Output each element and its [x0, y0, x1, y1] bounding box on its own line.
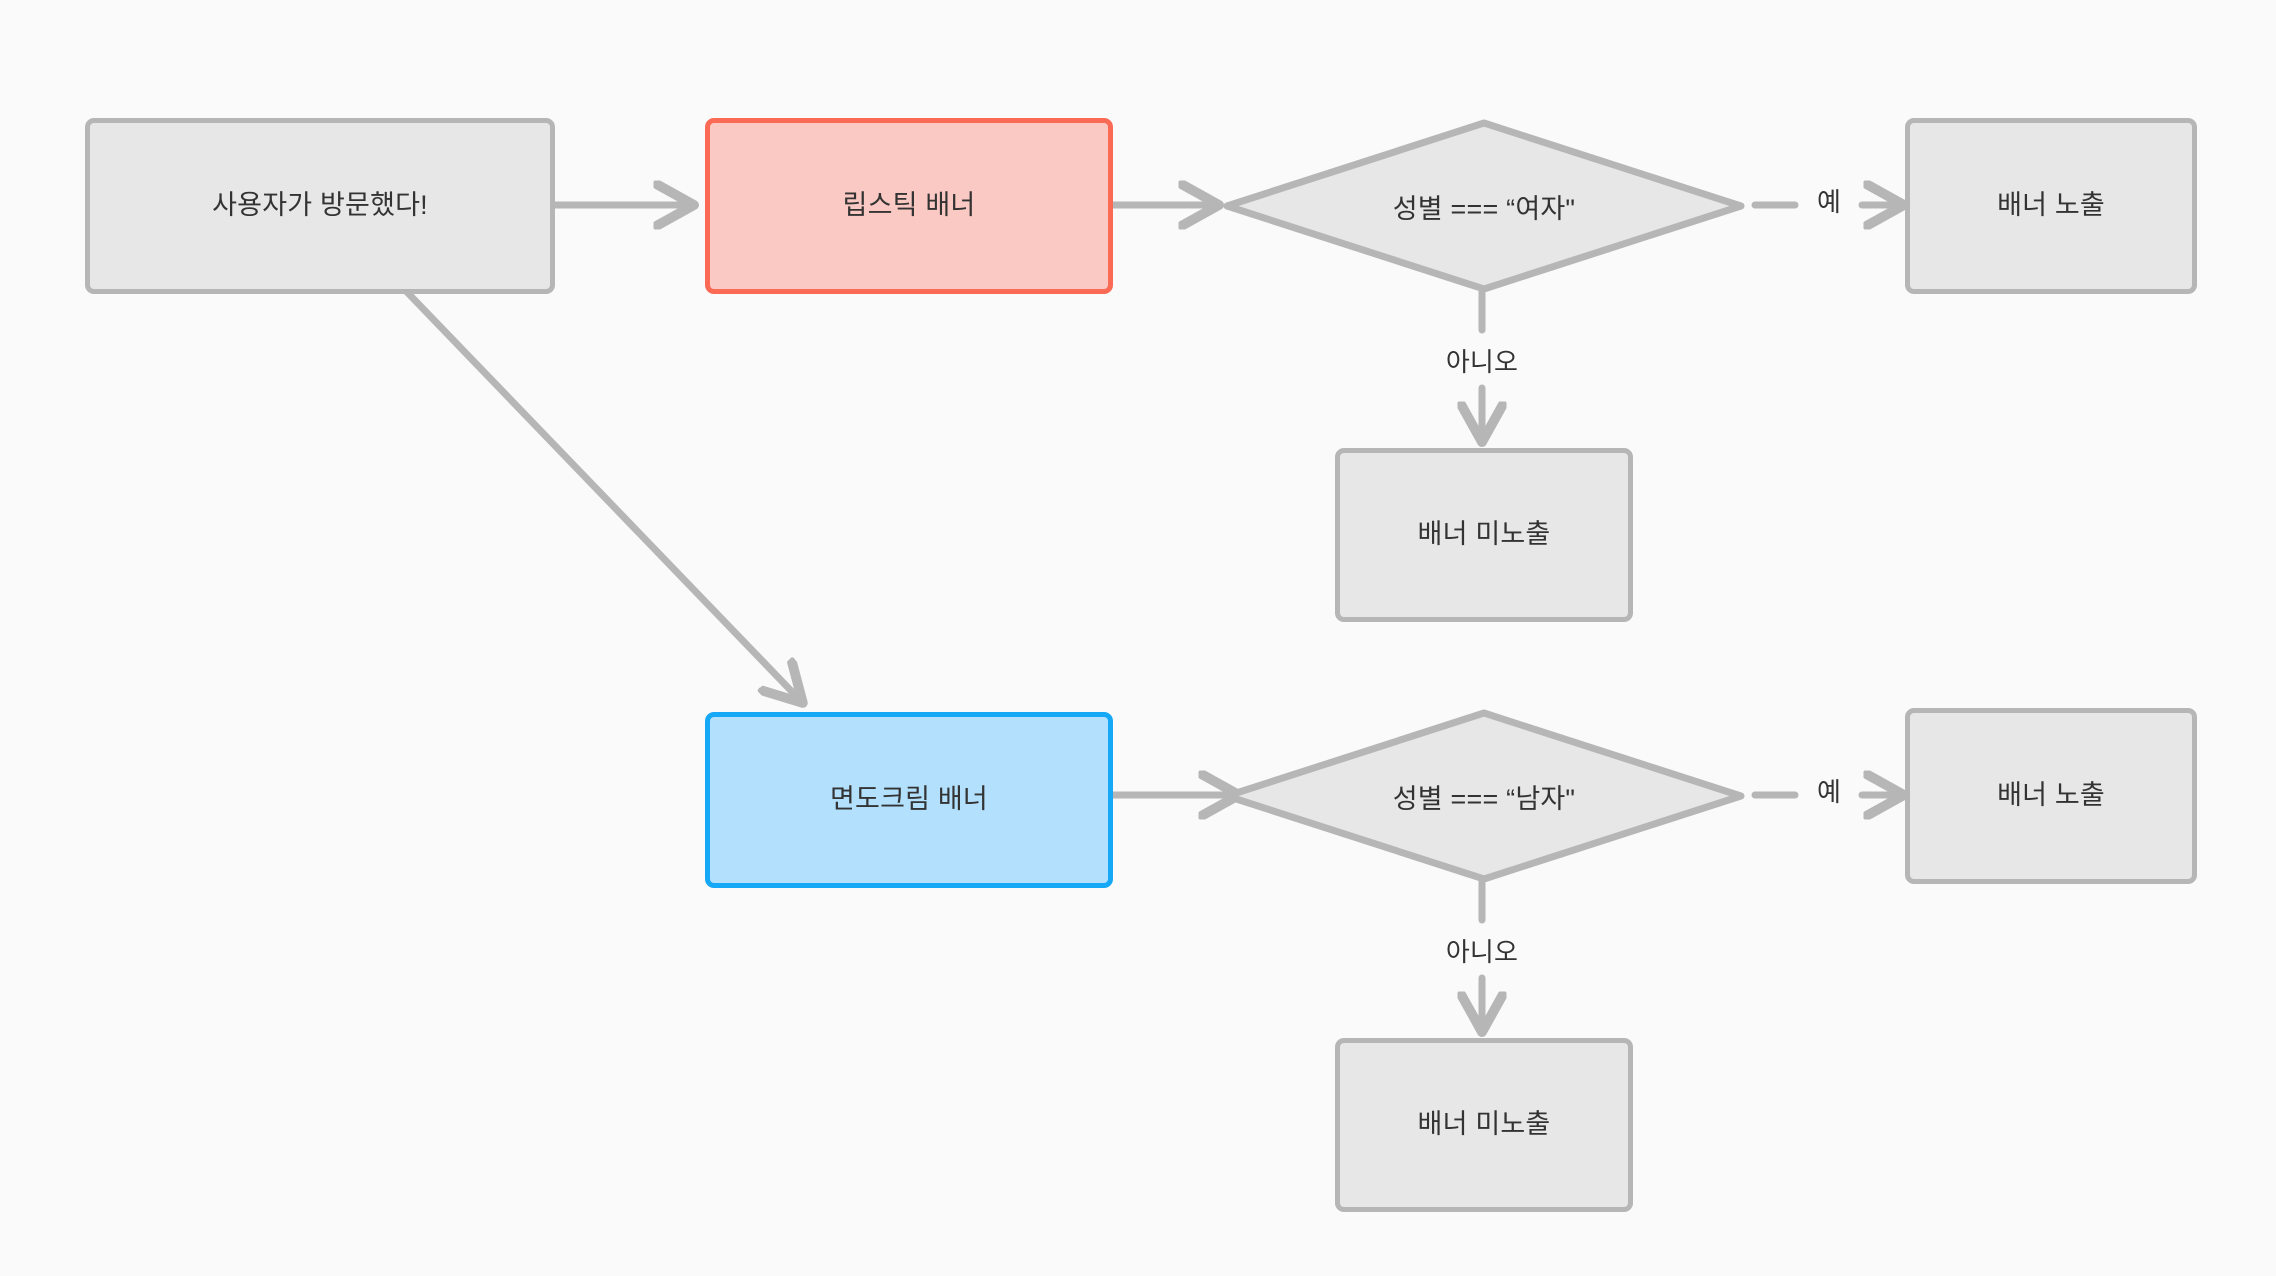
node-lipstick-banner-label: 립스틱 배너 — [842, 190, 976, 221]
node-decision-male-label: 성별 === “남자" — [1392, 783, 1576, 814]
edge-start-to-shaving — [401, 286, 800, 700]
node-show-banner-female-label: 배너 노출 — [1997, 190, 2105, 221]
diamond-shape-female — [1223, 119, 1745, 293]
node-hide-banner-female[interactable]: 배너 미노출 — [1335, 448, 1633, 622]
node-show-banner-male-label: 배너 노출 — [1997, 780, 2105, 811]
node-start-label: 사용자가 방문했다! — [212, 190, 428, 221]
diamond-shape-male — [1223, 709, 1745, 883]
node-decision-male[interactable]: 성별 === “남자" — [1222, 708, 1746, 884]
edge-label-yes-female-text: 예 — [1816, 187, 1842, 217]
node-decision-female[interactable]: 성별 === “여자" — [1222, 118, 1746, 294]
edge-label-no-male: 아니오 — [1412, 932, 1552, 969]
node-hide-banner-male-label: 배너 미노출 — [1417, 1109, 1551, 1140]
node-shaving-banner-label: 면도크림 배너 — [830, 784, 988, 815]
node-show-banner-female[interactable]: 배너 노출 — [1905, 118, 2197, 294]
node-shaving-banner[interactable]: 면도크림 배너 — [705, 712, 1113, 888]
edge-label-yes-female: 예 — [1795, 182, 1863, 219]
node-hide-banner-male[interactable]: 배너 미노출 — [1335, 1038, 1633, 1212]
node-show-banner-male[interactable]: 배너 노출 — [1905, 708, 2197, 884]
node-hide-banner-female-label: 배너 미노출 — [1417, 519, 1551, 550]
edge-label-yes-male: 예 — [1795, 772, 1863, 809]
node-start[interactable]: 사용자가 방문했다! — [85, 118, 555, 294]
node-lipstick-banner[interactable]: 립스틱 배너 — [705, 118, 1113, 294]
edge-label-no-female: 아니오 — [1412, 342, 1552, 379]
edge-label-yes-male-text: 예 — [1816, 777, 1842, 807]
edge-label-no-female-text: 아니오 — [1445, 347, 1519, 377]
node-decision-female-label: 성별 === “여자" — [1392, 193, 1576, 224]
edge-label-no-male-text: 아니오 — [1445, 937, 1519, 967]
